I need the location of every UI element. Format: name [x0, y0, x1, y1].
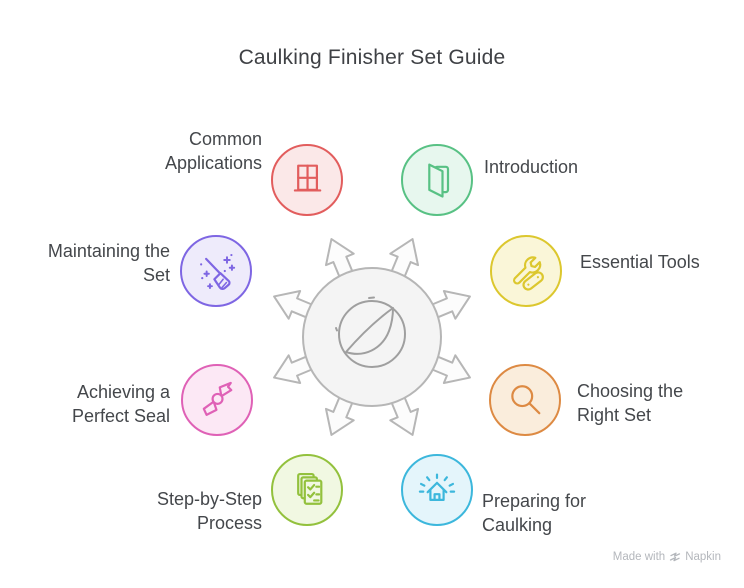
- caulking-finisher-tool-icon: [335, 296, 406, 368]
- broom-icon: [194, 249, 238, 293]
- node-label-choosing-the-right-set: Choosing the Right Set: [577, 381, 684, 425]
- magnifier-icon: [503, 378, 547, 422]
- watermark-made-with-napkin[interactable]: Made with Napkin: [613, 551, 721, 563]
- node-achieving-a-perfect-seal: [181, 364, 253, 436]
- node-label-achieving-a-perfect-seal: Achieving a Perfect Seal: [71, 382, 170, 426]
- node-maintaining-the-set: [180, 235, 252, 307]
- hub-diagram: [273, 238, 471, 436]
- node-label-step-by-step-process: Step-by-Step Process: [156, 489, 262, 533]
- watermark-text: Made with: [612, 551, 666, 563]
- node-label-introduction: Introduction: [484, 157, 579, 177]
- checklist-icon: [285, 468, 329, 512]
- node-label-common-applications: Common Applications: [164, 129, 262, 173]
- node-common-applications: [271, 144, 343, 216]
- node-step-by-step-process: [271, 454, 343, 526]
- hub-circle: [302, 267, 442, 407]
- node-label-essential-tools: Essential Tools: [580, 252, 700, 272]
- diploma-icon: [195, 378, 239, 422]
- node-introduction: [401, 144, 473, 216]
- watermark-brand: Napkin: [685, 551, 721, 563]
- open-door-icon: [415, 158, 459, 202]
- napkin-logo-icon: [670, 552, 681, 562]
- tools-icon: [504, 249, 548, 293]
- house-icon: [415, 468, 459, 512]
- page-title: Caulking Finisher Set Guide: [238, 46, 506, 69]
- node-choosing-the-right-set: [489, 364, 561, 436]
- window-icon: [285, 158, 329, 202]
- node-label-preparing-for-caulking: Preparing for Caulking: [482, 491, 587, 535]
- node-essential-tools: [490, 235, 562, 307]
- node-label-maintaining-the-set: Maintaining the Set: [47, 241, 170, 285]
- node-preparing-for-caulking: [401, 454, 473, 526]
